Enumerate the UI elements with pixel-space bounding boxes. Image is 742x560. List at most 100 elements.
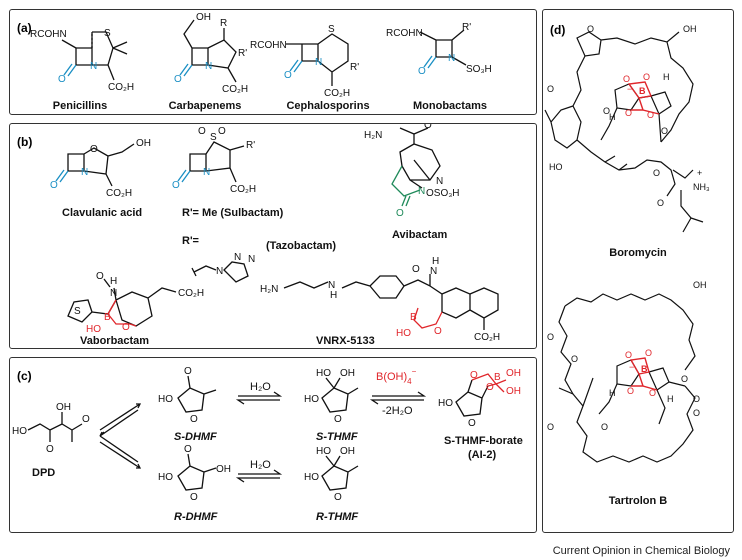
panel-c-structures: (c) OH HO O O HO O O HO HO OH O HO O B O… [12,366,523,523]
avi-o-carbonyl: O [424,124,432,131]
vnrx-h2: H [432,256,439,267]
bor-o4: O [643,72,650,82]
bor-b: B [639,86,646,96]
avi-h2n: H₂N [364,130,382,141]
bor-minus: − [627,84,632,94]
borate-o1: O [470,370,478,381]
bor-o6: O [647,110,654,120]
name-dpd: DPD [32,467,55,479]
bor-o1: O [587,24,594,34]
bor-o8: O [661,126,668,136]
mono-o-atom: O [418,66,426,77]
sdhmf-o: O [184,366,192,377]
ceph-acid: CO₂H [324,88,350,99]
bor-h2: H [663,72,670,82]
name-s-thmf-borate: S-THMF-borate [444,435,523,447]
tar-minus: − [629,362,634,372]
name-vnrx-5133: VNRX-5133 [316,335,375,347]
borate-b: B [494,372,501,383]
bor-o9: O [653,168,660,178]
vnrx-acid: CO₂H [474,332,500,343]
dpd-o1: O [46,444,54,455]
taz-nn: N [234,252,241,263]
bor-o2: O [547,84,554,94]
panel-c-label: (c) [17,369,32,383]
reagent-water-1: H₂O [250,381,271,393]
tar-h1: H [609,388,616,398]
vab-n: N [110,288,117,299]
panel-d-structures: (d) OH HO B − NH₃ + H H O O O O O O O O … [544,23,710,507]
dpd-ho: HO [12,426,27,437]
ceph-s-atom: S [328,24,335,35]
tar-b: B [641,364,648,374]
name-ai2: (AI-2) [468,449,496,461]
rdhmf-ring-o: O [190,492,198,503]
dpd-oh: OH [56,402,71,413]
ceph-r-group: RCOHN [250,40,287,51]
name-s-thmf: S-THMF [316,431,358,443]
pen-s-atom: S [104,28,111,39]
rdhmf-ho: HO [158,472,173,483]
sdhmf-ho: HO [158,394,173,405]
carb-r: R [220,18,227,29]
bor-h1: H [609,112,616,122]
class-monobactams: Monobactams [413,100,487,112]
vab-ho: HO [86,324,101,335]
borate-oh2: OH [506,386,521,397]
bor-ho: HO [549,162,563,172]
reagent-water-2: H₂O [250,459,271,471]
bor-o5: O [625,108,632,118]
taz-n3: N [248,254,255,265]
panel-a-label: (a) [17,21,32,35]
taz-n-link: N [216,266,223,277]
mono-n-atom: N [448,53,455,64]
avi-o2: O [396,208,404,219]
panel-a: (a) RCOHN S N O CO₂H OH R R' N O CO₂H RC… [9,9,537,115]
clav-oh: OH [136,138,151,149]
vnrx-o-ring: O [434,326,442,337]
vnrx-h2n: H₂N [260,284,278,295]
rdhmf-oh: OH [216,464,231,475]
vab-o-carbonyl: O [96,271,104,282]
panel-b: (b) O OH N O CO₂H S O O R' N O CO₂H N N … [9,123,537,349]
panel-d: (d) OH HO B − NH₃ + H H O O O O O O O O … [542,9,734,533]
sul-acid: CO₂H [230,184,256,195]
ceph-n-atom: N [315,57,322,68]
bor-o10: O [657,198,664,208]
name-clavulanic-acid: Clavulanic acid [62,207,142,219]
vab-thiophene-s: S [74,306,81,317]
tar-o11: O [693,408,700,418]
tar-o1: O [547,332,554,342]
name-s-dhmf: S-DHMF [174,431,217,443]
mono-r-group: RCOHN [386,28,423,39]
bor-plus: + [697,168,702,178]
vab-h: H [110,276,117,287]
sthmf-ring-o: O [334,414,342,425]
pen-acid: CO₂H [108,82,134,93]
class-penicillins: Penicillins [53,100,107,112]
tar-o9: O [547,422,554,432]
carb-n-atom: N [205,61,212,72]
panel-a-structures: (a) RCOHN S N O CO₂H OH R R' N O CO₂H RC… [17,12,492,112]
sthmf-oh: OH [340,368,355,379]
reagent-borate: B(OH)4− [376,367,417,386]
sul-o2: O [218,126,226,137]
name-r-dhmf: R-DHMF [174,511,218,523]
class-cephalosporins: Cephalosporins [286,100,369,112]
name-r-thmf: R-THMF [316,511,358,523]
clav-o-atom: O [50,180,58,191]
rthmf-ho: HO [304,472,319,483]
borate-ring-o: O [468,418,476,429]
tar-o4: O [645,348,652,358]
sul-rp: R' [246,140,255,151]
tar-o10: O [601,422,608,432]
borate-ho: HO [438,398,453,409]
vnrx-n2: N [430,266,437,277]
dpd-o2: O [82,414,90,425]
name-sulbactam: R'= Me (Sulbactam) [182,207,284,219]
avi-n-ring: N [436,176,443,187]
name-tartrolon-b: Tartrolon B [609,495,668,507]
borate-subscript: 4 [407,377,412,386]
tar-o8: O [693,394,700,404]
carb-o-atom: O [174,74,182,85]
